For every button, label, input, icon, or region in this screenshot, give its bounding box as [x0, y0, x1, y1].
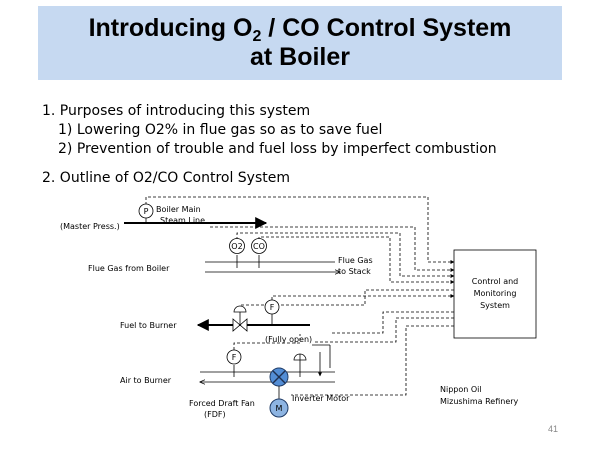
air-duct: F M Air to Burner Forced Draft Fan (FDF)… — [120, 344, 350, 419]
flue-gas-duct: O2 CO Flue Gas from Boiler Flue Gas to S… — [88, 238, 373, 276]
co-analyzer-icon — [251, 238, 267, 254]
o2-analyzer-icon — [229, 238, 245, 254]
slide-title-line1: Introducing O2 / CO Control System — [88, 14, 512, 45]
co-symbol: CO — [253, 242, 265, 251]
o2-symbol: O2 — [231, 242, 242, 251]
master-press-label: (Master Press.) — [60, 222, 120, 231]
steam-line: P (Master Press.) Boiler Main Steam Line — [60, 203, 268, 231]
refinery-name: Mizushima Refinery — [440, 397, 519, 406]
fuel-flow-indicator-icon — [264, 299, 280, 315]
fuel-f-symbol: F — [270, 303, 275, 312]
company-name: Nippon Oil — [440, 385, 482, 394]
fdf-label-1: Forced Draft Fan — [189, 399, 255, 408]
control-box-line2: Monitoring — [474, 289, 517, 298]
fuel-to-burner-label: Fuel to Burner — [120, 321, 177, 330]
pressure-indicator-icon — [138, 203, 154, 219]
fdf-label-2: (FDF) — [204, 410, 226, 419]
flue-gas-from-label: Flue Gas from Boiler — [88, 264, 170, 273]
signal-lines — [145, 196, 455, 396]
purpose-item-2: 2) Prevention of trouble and fuel loss b… — [58, 141, 497, 157]
control-box-line3: System — [480, 301, 510, 310]
section1-heading: 1. Purposes of introducing this system — [42, 103, 311, 119]
air-flow-indicator-icon — [226, 349, 242, 365]
title-banner: Introducing O2 / CO Control System at Bo… — [38, 6, 562, 80]
steam-line-label-2: Steam Line — [160, 216, 205, 225]
inverter-motor-label: Inverter Motor — [292, 394, 350, 403]
fully-open-label: (Fully open) — [265, 335, 312, 344]
p-symbol: P — [144, 207, 149, 216]
air-to-burner-label: Air to Burner — [120, 376, 172, 385]
section2-heading: 2. Outline of O2/CO Control System — [42, 170, 291, 186]
m-symbol: M — [276, 404, 283, 413]
inverter-motor-icon — [269, 398, 289, 418]
page-number: 41 — [548, 424, 559, 434]
air-f-symbol: F — [232, 353, 237, 362]
flue-gas-to-label-2: to Stack — [338, 267, 371, 276]
slide-title-line2: at Boiler — [249, 43, 351, 71]
flue-gas-to-label-1: Flue Gas — [338, 256, 373, 265]
control-box-line1: Control and — [472, 277, 519, 286]
steam-line-label-1: Boiler Main — [156, 205, 201, 214]
fuel-line: F Fuel to Burner (Fully open) — [120, 299, 312, 344]
control-monitoring-box: Control and Monitoring System — [453, 249, 537, 339]
fuel-valve-actuator-icon — [233, 305, 247, 313]
purpose-item-1: 1) Lowering O2% in flue gas so as to sav… — [58, 122, 383, 138]
